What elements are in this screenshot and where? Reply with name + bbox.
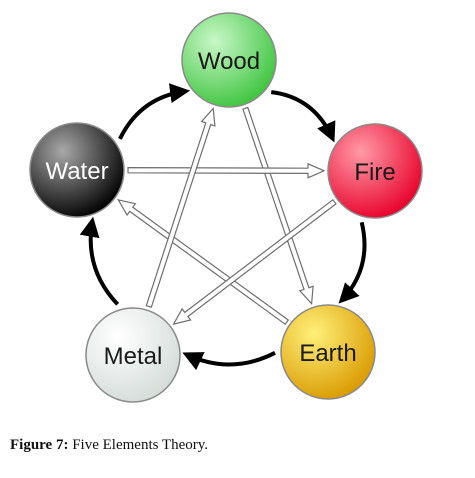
element-fire-label: Fire [354, 159, 395, 186]
figure-number: Figure 7: [10, 437, 69, 453]
generating-arrow-water-to-wood [118, 83, 191, 140]
element-metal-label: Metal [104, 343, 163, 370]
generating-arrow-wood-to-fire [270, 90, 336, 143]
element-wood-label: Wood [198, 48, 260, 75]
element-fire-circle [327, 123, 423, 219]
generating-arrow-metal-to-water [79, 216, 120, 306]
generating-cycle-arrows [79, 83, 367, 371]
generating-arrow-earth-to-metal [182, 351, 276, 371]
element-wood: Wood [181, 12, 277, 108]
element-earth-label: Earth [299, 340, 356, 367]
controlling-cycle-arrows [117, 106, 337, 326]
element-water: Water [29, 122, 125, 218]
generating-arrow-fire-to-earth [338, 221, 367, 304]
controlling-arrow-metal-to-wood [145, 107, 216, 309]
element-fire: Fire [327, 123, 423, 219]
element-earth: Earth [280, 304, 376, 400]
element-earth-circle [280, 304, 376, 400]
figure-caption: Figure 7: Five Elements Theory. [10, 437, 465, 454]
controlling-arrow-water-to-fire [127, 162, 326, 179]
element-metal-circle [85, 307, 181, 403]
element-water-circle [29, 122, 125, 218]
controlling-arrow-wood-to-earth [242, 106, 314, 306]
figure-title: Five Elements Theory. [68, 437, 209, 453]
controlling-arrow-fire-to-metal [172, 198, 337, 326]
controlling-arrow-earth-to-water [117, 199, 290, 326]
element-water-label: Water [45, 158, 108, 185]
element-wood-circle [181, 12, 277, 108]
element-metal: Metal [85, 307, 181, 403]
